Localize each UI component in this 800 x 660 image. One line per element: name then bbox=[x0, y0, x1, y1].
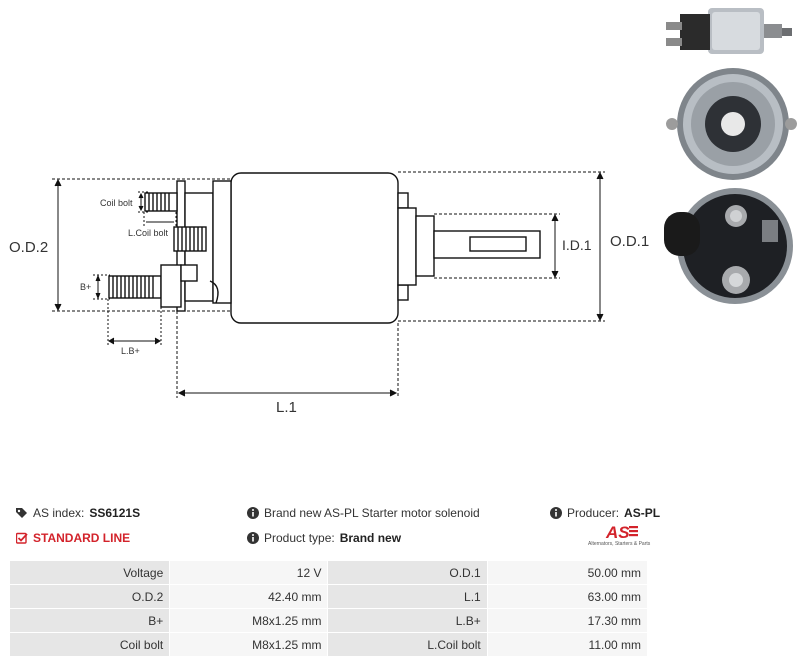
coil-bolt-label: Coil bolt bbox=[100, 198, 133, 208]
product-type-value: Brand new bbox=[339, 531, 402, 545]
photo-front-view bbox=[658, 184, 800, 308]
l-coil-bolt-label: L.Coil bolt bbox=[128, 228, 169, 238]
product-type: Product type: Brand new bbox=[247, 531, 401, 545]
producer: Producer: AS-PL bbox=[550, 506, 660, 520]
id1-label: I.D.1 bbox=[562, 237, 592, 253]
standard-line-text: STANDARD LINE bbox=[33, 531, 131, 545]
spec-label: L.Coil bolt bbox=[327, 632, 488, 657]
od2-label: O.D.2 bbox=[9, 239, 48, 256]
photo-back-view bbox=[658, 64, 800, 184]
spec-value: 12 V bbox=[169, 560, 329, 585]
spec-value: M8x1.25 mm bbox=[169, 608, 329, 633]
coil-bolt bbox=[144, 192, 178, 212]
svg-text:AS: AS bbox=[605, 523, 630, 542]
spec-label: O.D.2 bbox=[8, 584, 171, 609]
spec-value: 17.30 mm bbox=[486, 608, 649, 633]
spec-value: 11.00 mm bbox=[486, 632, 649, 657]
spec-label: B+ bbox=[8, 608, 171, 633]
spec-value: 63.00 mm bbox=[486, 584, 649, 609]
producer-value: AS-PL bbox=[624, 506, 661, 520]
spec-label: Coil bolt bbox=[8, 632, 171, 657]
as-pl-logo: AS Alternators, Starters & Parts bbox=[588, 522, 650, 552]
info-icon bbox=[247, 532, 259, 544]
b-plus-bolt bbox=[108, 264, 219, 308]
spec-value: 42.40 mm bbox=[169, 584, 329, 609]
solenoid-body bbox=[230, 172, 399, 324]
tags-icon bbox=[16, 508, 27, 518]
spec-label: L.B+ bbox=[327, 608, 488, 633]
info-icon bbox=[550, 507, 562, 519]
spec-label: O.D.1 bbox=[327, 560, 488, 585]
spec-value: M8x1.25 mm bbox=[169, 632, 329, 657]
coil-nut bbox=[173, 226, 207, 252]
description: Brand new AS-PL Starter motor solenoid bbox=[247, 506, 480, 520]
photo-side-view bbox=[658, 0, 800, 64]
standard-line: STANDARD LINE bbox=[16, 531, 130, 545]
spec-value: 50.00 mm bbox=[486, 560, 649, 585]
od1-label: O.D.1 bbox=[610, 233, 649, 250]
spec-label: Voltage bbox=[8, 560, 171, 585]
product-type-label: Product type: bbox=[264, 531, 335, 545]
check-square-icon bbox=[16, 532, 28, 544]
producer-label: Producer: bbox=[567, 506, 620, 520]
as-index: AS index: SS6121S bbox=[16, 506, 140, 520]
plunger bbox=[397, 192, 541, 301]
spec-label: L.1 bbox=[327, 584, 488, 609]
technical-drawing: O.D.2 O.D.1 I.D.1 L.1 Coil bolt L.Coil b… bbox=[9, 171, 649, 416]
as-pl-logo-mark: AS bbox=[605, 523, 638, 542]
description-text: Brand new AS-PL Starter motor solenoid bbox=[264, 506, 480, 520]
as-index-label: AS index: bbox=[33, 506, 85, 520]
l1-label: L.1 bbox=[276, 399, 297, 416]
logo-tagline: Alternators, Starters & Parts bbox=[588, 541, 651, 547]
as-index-value: SS6121S bbox=[89, 506, 141, 520]
l-b-plus-label: L.B+ bbox=[121, 346, 140, 356]
info-icon bbox=[247, 507, 259, 519]
b-plus-label: B+ bbox=[80, 282, 91, 292]
